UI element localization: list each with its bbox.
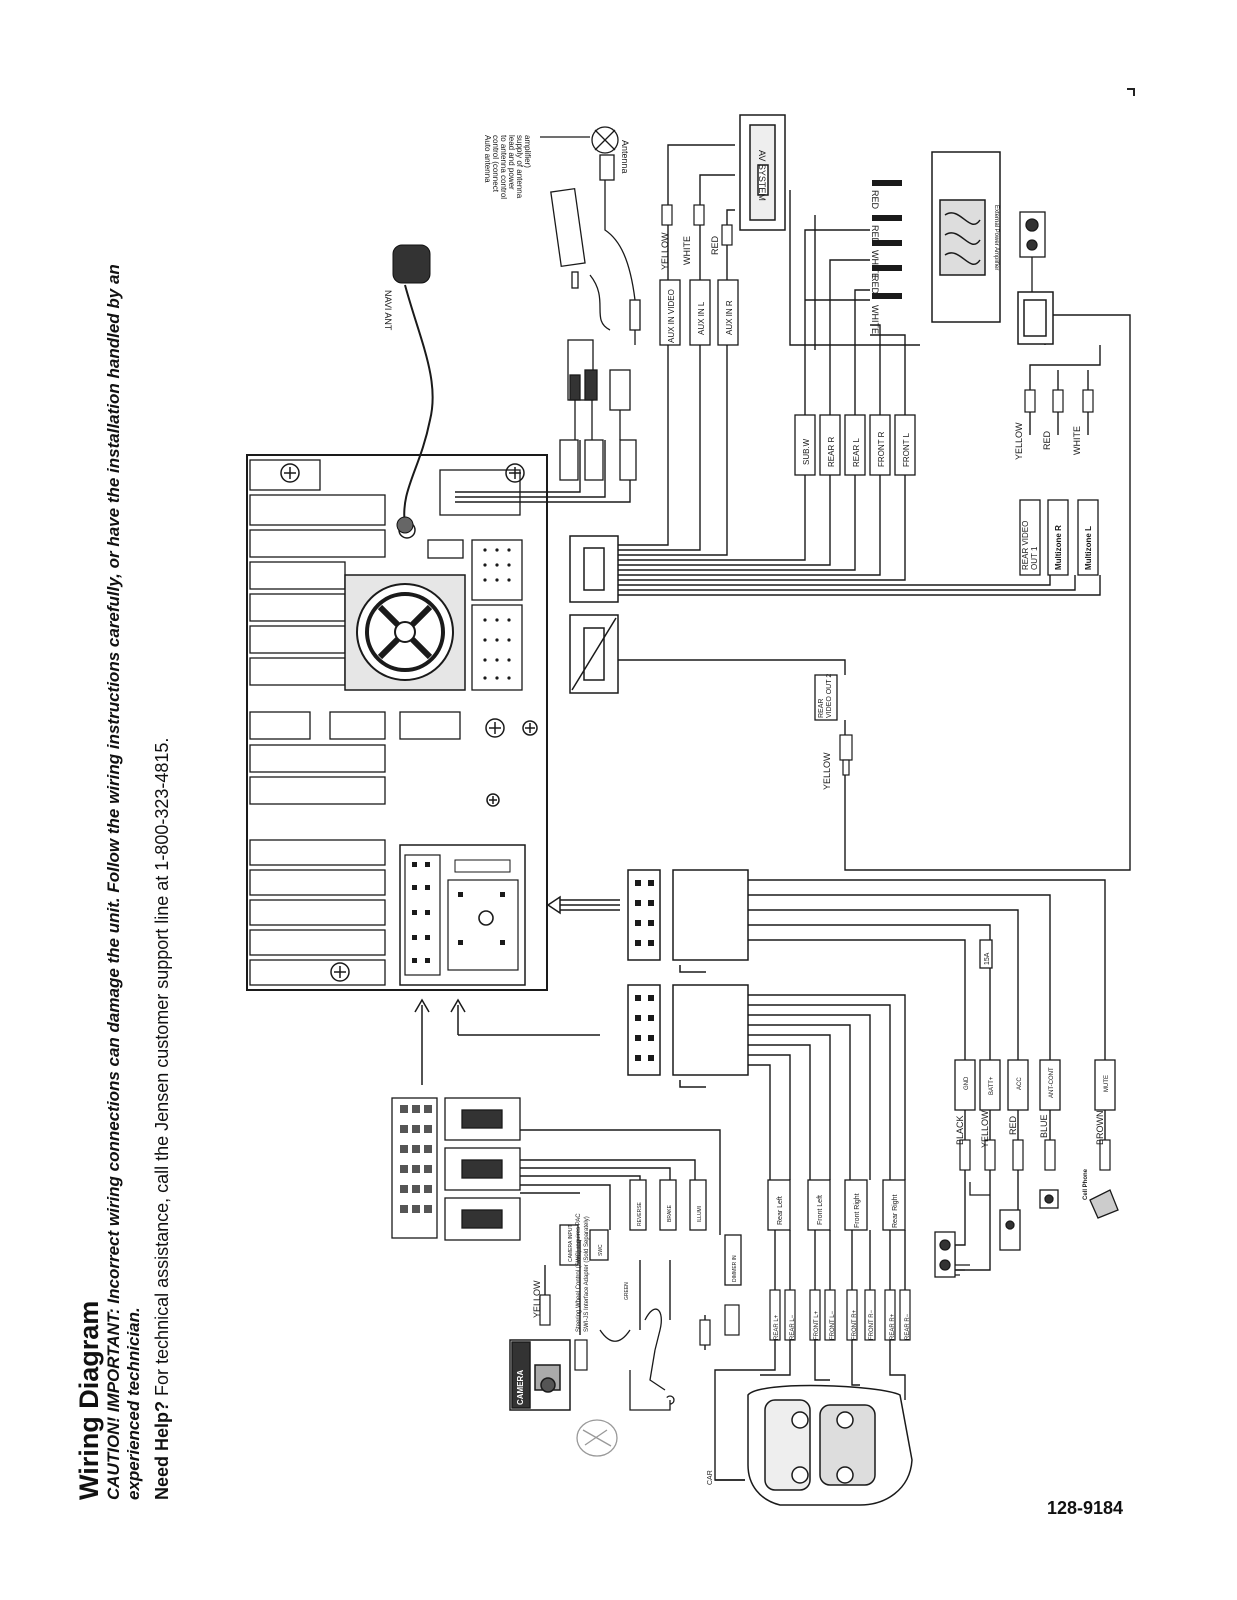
label-boxes-upper <box>659 279 1099 721</box>
external-amp-label: External Power Amplifier <box>993 205 999 270</box>
insert-arrows <box>414 895 620 1085</box>
multizone-l-label: Multizone L <box>1084 526 1093 570</box>
plug-cluster <box>559 339 637 481</box>
aux-in-video-label: AUX IN VIDEO <box>667 289 676 343</box>
red-label-power: RED <box>1008 1115 1018 1135</box>
aux-in-r-label: AUX IN R <box>725 300 734 335</box>
cell-phone-label: Cell Phone <box>1083 1168 1089 1200</box>
swc-label: SWC <box>598 1244 604 1256</box>
yellow-label-power: YELLOW <box>980 1110 990 1148</box>
part-number: 128-9184 <box>1047 1498 1124 1518</box>
white-label-amp-2: WHITE <box>870 305 880 334</box>
front-l-plus-label: FRONT L+ <box>814 1310 820 1340</box>
ant-cont-label: ANT-CONT <box>1049 1067 1055 1098</box>
navi-ant-label: NAVI ANT <box>383 290 393 331</box>
white-label-aux: WHITE <box>682 236 692 265</box>
front-r-label: FRONT R <box>877 431 886 467</box>
illumi-label: ILLUMI <box>697 1206 703 1222</box>
corner-mark <box>1127 88 1135 96</box>
blue-label: BLUE <box>1039 1114 1049 1138</box>
camera-input-label: CAMERA INPUT <box>568 1224 574 1262</box>
gnd-label: GND <box>964 1076 970 1090</box>
aux-in-l-label: AUX IN L <box>697 301 706 335</box>
white-label-multizone: WHITE <box>1072 426 1082 455</box>
front-r-minus-label: FRONT R− <box>869 1309 875 1340</box>
rear-video-out1-label-1: OUT 1 <box>1030 546 1039 570</box>
auto-antenna-label-3: lead and power <box>507 135 516 190</box>
swc-note-label-1: SWI-JS Interface Adapter (Sold Separatel… <box>584 1216 590 1332</box>
av-system-label: AV SYSTEM <box>757 150 767 201</box>
red-label-amp-2: RED <box>870 225 880 245</box>
mute-label: MUTE <box>1104 1075 1110 1092</box>
camera-icon <box>509 1339 571 1411</box>
rear-video-out2-label-1: VIDEO OUT 2 <box>826 674 833 718</box>
rear-r-label: REAR R <box>827 437 836 467</box>
swc-note-label-0: Steering Wheel Control (SWC) requires PA… <box>576 1213 582 1332</box>
front-right-label: Front Right <box>854 1193 861 1228</box>
antenna-adapter <box>540 126 641 345</box>
rear-r-minus-label: REAR R− <box>905 1313 911 1340</box>
front-l-label: FRONT L <box>902 432 911 467</box>
power-icons <box>934 1182 1119 1278</box>
rear-l-minus-label: REAR L− <box>790 1314 796 1340</box>
auto-antenna-label-4: supply of antenna <box>515 135 524 199</box>
car-label: CAR <box>707 1470 714 1485</box>
steering-wheel-icon <box>576 1419 618 1457</box>
reverse-label: REVERSE <box>637 1201 643 1226</box>
auto-antenna-label-5: amplifier) <box>523 135 532 168</box>
rear-right-label: Rear Right <box>892 1194 899 1228</box>
rear-r-plus-label: REAR R+ <box>890 1313 896 1340</box>
acc-label: ACC <box>1017 1077 1023 1090</box>
rear-l-label: REAR L <box>852 438 861 467</box>
yellow-label-out2: YELLOW <box>822 752 832 790</box>
av-system <box>739 114 786 231</box>
brake-icons <box>599 1308 675 1411</box>
rear-l-plus-label: REAR L+ <box>774 1314 780 1340</box>
video-splitter <box>1017 291 1054 345</box>
front-l-minus-label: FRONT L− <box>830 1310 836 1340</box>
front-r-plus-label: FRONT R+ <box>852 1309 858 1340</box>
yellow-label-multizone: YELLOW <box>1014 422 1024 460</box>
red-label-amp-1: RED <box>870 190 880 210</box>
antenna-label: Antenna <box>620 140 630 174</box>
yellow-label-camera: YELLOW <box>532 1280 542 1318</box>
wires <box>403 144 1131 1481</box>
yellow-label-aux: YELLOW <box>660 232 670 270</box>
white-label-amp-1: WHITE <box>870 250 880 279</box>
auto-antenna-label-1: control (connect <box>491 135 500 193</box>
auto-antenna-label-0: Auto antenna <box>483 135 492 183</box>
brake-label: BRAKE <box>667 1204 673 1222</box>
rca-plugs <box>539 180 1111 1371</box>
bottom-connector-stack <box>391 1097 521 1241</box>
rca-connector-blocks <box>569 535 619 694</box>
red-label-amp-3: RED <box>870 275 880 295</box>
rear-left-label: Rear Left <box>777 1196 784 1225</box>
head-unit <box>246 454 548 991</box>
multizone-r-label: Multizone R <box>1054 525 1063 570</box>
green-label: GREEN <box>624 1282 630 1300</box>
batt-label: BATT+ <box>989 1076 995 1095</box>
sub-w-label: SUB.W <box>802 438 811 465</box>
dimmer-label: DIMMER IN <box>732 1255 738 1282</box>
speaker-icon <box>1019 211 1046 292</box>
external-amplifier <box>931 151 1001 323</box>
car-icon <box>715 1384 913 1506</box>
auto-antenna-label-2: to antenna control <box>499 135 508 199</box>
fuse-label: 15A <box>984 952 991 965</box>
camera-label: CAMERA <box>516 1370 525 1405</box>
red-label-multizone: RED <box>1042 430 1052 450</box>
navi-antenna-icon <box>392 244 431 534</box>
red-label-aux: RED <box>710 235 720 255</box>
rear-video-out2-label-0: REAR <box>818 699 825 718</box>
rear-video-out1-label-0: REAR VIDEO <box>1021 521 1030 570</box>
label-boxes-lower <box>559 939 1116 1286</box>
black-label: BLACK <box>955 1115 965 1145</box>
brown-label: BROWN <box>1095 1111 1105 1146</box>
front-left-label: Front Left <box>817 1195 824 1225</box>
iso-harness-connectors <box>627 869 749 1088</box>
diagram-labels: NAVI ANT Auto antenna control (connect t… <box>383 135 1110 1485</box>
